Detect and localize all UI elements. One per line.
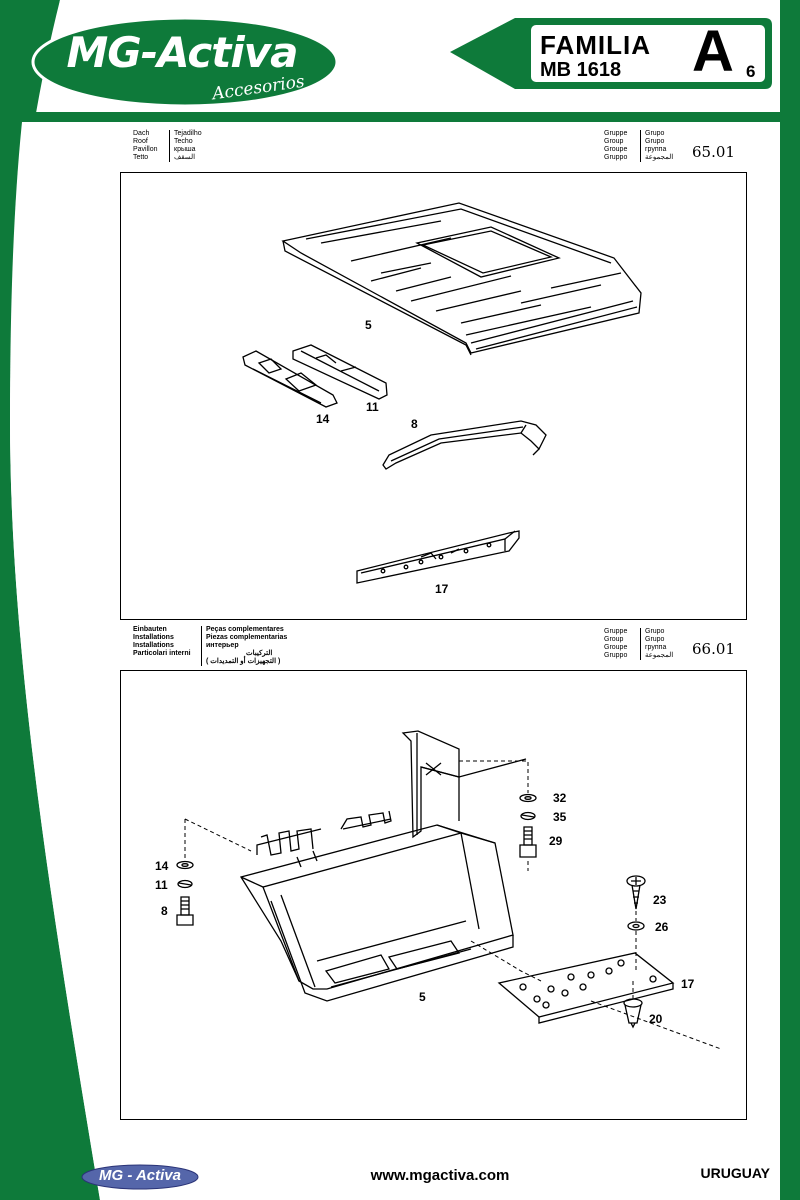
washer-26 [627,921,645,931]
part-label-14: 14 [155,859,169,873]
group-pt: Grupo [645,628,665,635]
group-number-1: 65.01 [692,143,735,161]
part-label-35: 35 [553,810,567,824]
mounting-bracket [401,730,527,839]
part-label-20: 20 [649,1012,663,1026]
label-ru: интерьер [206,642,239,649]
group-de: Gruppe [604,130,628,137]
battery-box [239,810,514,1002]
footer-url[interactable]: www.mgactiva.com [370,1167,510,1184]
label-fr: Pavillon [133,146,158,153]
part-label-17: 17 [681,977,695,991]
footer-logo-shape [81,1164,199,1190]
section2-group-labels: Gruppe Group Groupe Gruppo Grupo Grupo г… [604,628,694,664]
part-label-17: 17 [435,582,449,596]
installations-diagram: 32 35 29 14 11 8 23 26 17 20 5 [120,670,747,1120]
section1-group-labels: Gruppe Group Groupe Gruppo Grupo Grupo г… [604,130,694,166]
label-ru: крыша [174,146,196,153]
group-pt: Grupo [645,130,665,137]
part-label-14: 14 [316,412,330,426]
group-ar: المجموعة [645,154,674,161]
part-label-11: 11 [366,400,379,414]
mounting-plate [497,952,675,1024]
label-es: Piezas complementarias [206,634,288,641]
label-en: Roof [133,138,148,145]
group-de: Gruppe [604,628,628,635]
label-pt: Peças complementares [206,626,284,633]
roof-rail-17 [356,530,520,584]
part-label-8: 8 [161,904,168,918]
group-es: Grupo [645,636,665,643]
group-number-2: 66.01 [692,640,735,658]
screw-23 [626,875,646,910]
footer-logo: MG - Activa [99,1167,181,1184]
group-fr: Groupe [604,644,628,651]
label-ar: السقف [174,154,196,161]
leader-lines [184,760,722,1050]
label-pt: Tejadilho [174,130,202,137]
lock-washer-35 [520,811,536,821]
group-it: Gruppo [604,154,628,161]
roof-diagram: 5 11 14 8 17 [120,172,747,620]
group-fr: Groupe [604,146,628,153]
group-it: Gruppo [604,652,628,659]
part-label-8: 8 [411,417,418,431]
part-label-26: 26 [655,920,669,934]
group-en: Group [604,138,624,145]
familia-letter: A [692,19,734,84]
familia-number: 6 [746,62,756,81]
familia-label: FAMILIA [540,30,651,60]
roof-bow-8 [382,420,547,470]
lock-washer-11 [177,879,193,889]
label-it: Particolari interni [133,650,191,657]
label-de: Dach [133,130,150,137]
label-ar: التركيبات [246,650,273,657]
part-label-11: 11 [155,878,168,892]
brand-logo: MG-Activa [66,28,298,77]
section2-labels: Einbauten Installations Installations Pa… [133,626,373,670]
group-ru: группа [645,146,667,153]
label-fr: Installations [133,642,174,649]
footer-country: URUGUAY [700,1165,771,1181]
roof-bracket-14 [242,350,338,408]
group-ru: группа [645,644,667,651]
part-label-23: 23 [653,893,667,907]
label-it: Tetto [133,154,149,161]
label-en: Installations [133,634,174,641]
part-label-29: 29 [549,834,563,848]
washer-14 [176,860,194,870]
label-de: Einbauten [133,626,167,633]
part-label-32: 32 [553,791,567,805]
section1-labels: Dach Roof Pavillon Tetto Tejadilho Techo… [133,130,333,166]
part-label-5: 5 [365,318,372,332]
roof-panel [281,202,642,356]
group-en: Group [604,636,624,643]
familia-model: MB 1618 [540,59,622,81]
group-ar: المجموعة [645,652,674,659]
roof-rail-11 [292,344,388,400]
bolt-29 [519,826,537,858]
bolt-8 [176,896,194,926]
clip-nut-20 [623,998,643,1029]
washer-32 [519,793,537,803]
label-ar-2: ( التجهيزات أو التمديدات ) [206,658,281,665]
part-label-5: 5 [419,990,426,1004]
group-es: Grupo [645,138,665,145]
label-es: Techo [174,138,193,145]
